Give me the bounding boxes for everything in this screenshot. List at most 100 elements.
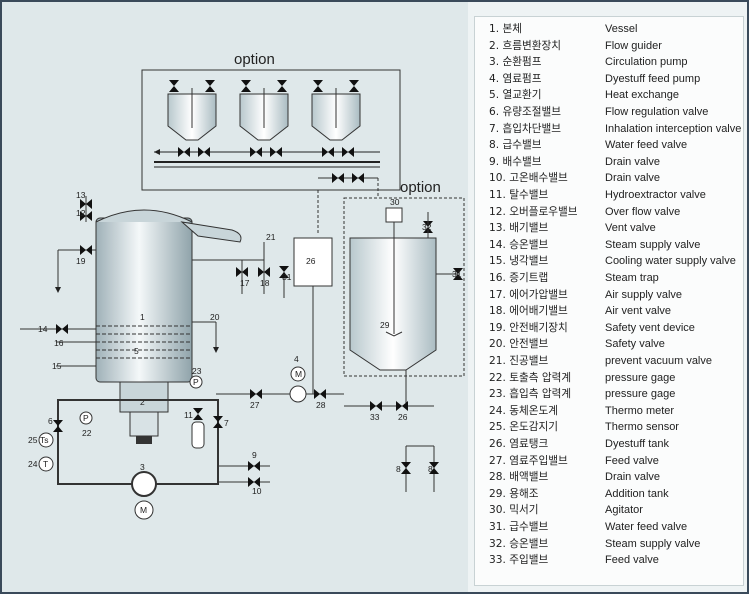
- legend-korean-label: 22. 토출측 압력계: [489, 371, 572, 384]
- label-11: 11: [184, 410, 193, 420]
- label-4: 4: [294, 354, 299, 364]
- label-14: 14: [38, 324, 48, 334]
- legend-english-label: Addition tank: [605, 487, 669, 500]
- legend-english-label: Dyestuff feed pump: [605, 72, 701, 85]
- legend-korean-label: 26. 염료탱크: [489, 438, 549, 450]
- label-5: 5: [134, 346, 139, 356]
- label-22: 22: [82, 428, 92, 438]
- legend-row: 18. 에어배기밸브 Air vent valve: [475, 303, 743, 320]
- legend-english-label: prevent vacuum valve: [605, 355, 712, 367]
- legend-english-label: Hydroextractor valve: [605, 189, 706, 201]
- label-18: 18: [260, 278, 270, 288]
- label-19: 19: [76, 256, 86, 266]
- legend-english-label: Safety vent device: [605, 321, 695, 334]
- gauge-label-23: P: [193, 377, 199, 387]
- legend-english-label: Flow regulation valve: [605, 106, 709, 118]
- legend-korean-label: 9. 배수밸브: [489, 155, 542, 168]
- legend-english-label: Water feed valve: [605, 521, 688, 533]
- legend-korean-label: 29. 용해조: [489, 487, 539, 500]
- legend-korean-label: 5. 열교환기: [489, 89, 542, 102]
- label-24: 24: [28, 459, 38, 469]
- legend-english-label: Heat exchange: [605, 89, 679, 102]
- legend-row: 30. 믹서기 Agitator: [475, 502, 743, 519]
- label-8-left: 8: [396, 464, 401, 474]
- legend-korean-label: 23. 흡입측 압력계: [489, 388, 572, 401]
- label-10: 10: [252, 486, 262, 496]
- label-2: 2: [140, 397, 145, 407]
- legend-korean-label: 30. 믹서기: [489, 504, 539, 517]
- motor-label-circ: M: [140, 505, 147, 515]
- legend-korean-label: 27. 염료주입밸브: [489, 454, 568, 467]
- label-28: 28: [316, 400, 326, 410]
- legend-korean-label: 6. 유량조절밸브: [489, 106, 561, 118]
- legend-english-label: Cooling water supply valve: [605, 255, 736, 268]
- dyestuff-tank: 26 31: [279, 237, 333, 394]
- gauge-label-22: P: [83, 413, 89, 423]
- label-33: 33: [370, 412, 380, 422]
- legend-korean-label: 12. 오버플로우밸브: [489, 205, 578, 218]
- legend-korean-label: 16. 증기트랩: [489, 272, 549, 284]
- legend-english-label: pressure gage: [605, 371, 676, 384]
- legend-korean-label: 8. 급수밸브: [489, 139, 542, 152]
- legend-row: 27. 염료주입밸브 Feed valve: [475, 453, 743, 470]
- legend-korean-label: 3. 순환펌프: [489, 56, 542, 69]
- legend-korean-label: 21. 진공밸브: [489, 355, 549, 367]
- legend-english-label: Drain valve: [605, 155, 661, 168]
- legend-row: 22. 토출측 압력계 pressure gage: [475, 370, 743, 387]
- legend-korean-label: 24. 동체온도계: [489, 404, 558, 417]
- legend-korean-label: 18. 에어배기밸브: [489, 305, 568, 318]
- option-panel-right: option 30 32 31 29: [343, 179, 465, 377]
- legend-row: 24. 동체온도계 Thermo meter: [475, 403, 743, 420]
- legend-korean-label: 4. 염료펌프: [489, 72, 542, 85]
- legend-row: 5. 열교환기 Heat exchange: [475, 87, 743, 104]
- label-3: 3: [140, 462, 145, 472]
- legend-english-label: Thermo meter: [605, 404, 675, 417]
- dye-feed-line: M 27 28 4 33 26: [216, 354, 434, 422]
- label-1: 1: [140, 312, 145, 322]
- legend-row: 29. 용해조 Addition tank: [475, 486, 743, 503]
- label-23: 23: [192, 366, 202, 376]
- label-9: 9: [252, 450, 257, 460]
- label-17: 17: [240, 278, 250, 288]
- label-12: 12: [76, 208, 86, 218]
- label-25: 25: [28, 435, 38, 445]
- legend-english-label: Feed valve: [605, 454, 659, 467]
- dye-mini-tank-3: [311, 80, 361, 157]
- legend-english-label: Water feed valve: [605, 139, 688, 152]
- legend-english-label: Dyestuff tank: [605, 438, 669, 450]
- legend-row: 9. 배수밸브 Drain valve: [475, 154, 743, 171]
- legend-korean-label: 10. 고온배수밸브: [489, 172, 568, 185]
- motor-label-dye: M: [295, 369, 302, 379]
- legend-korean-label: 28. 배액밸브: [489, 471, 549, 484]
- process-diagram: option: [2, 2, 468, 592]
- label-31-right: 31: [452, 269, 462, 279]
- label-6: 6: [48, 416, 53, 426]
- legend-english-label: Agitator: [605, 504, 643, 517]
- label-26-drain: 26: [398, 412, 408, 422]
- legend-row: 8. 급수밸브 Water feed valve: [475, 137, 743, 154]
- thermo-label-24: T: [43, 459, 48, 469]
- label-16: 16: [54, 338, 64, 348]
- option-label-top: option: [234, 51, 275, 68]
- vessel-left-piping: 13 12 19 14 16 15: [20, 190, 96, 371]
- label-15: 15: [52, 361, 62, 371]
- legend-row: 26. 염료탱크 Dyestuff tank: [475, 436, 743, 453]
- legend-english-label: Air vent valve: [605, 305, 672, 318]
- option-connector: [317, 173, 379, 234]
